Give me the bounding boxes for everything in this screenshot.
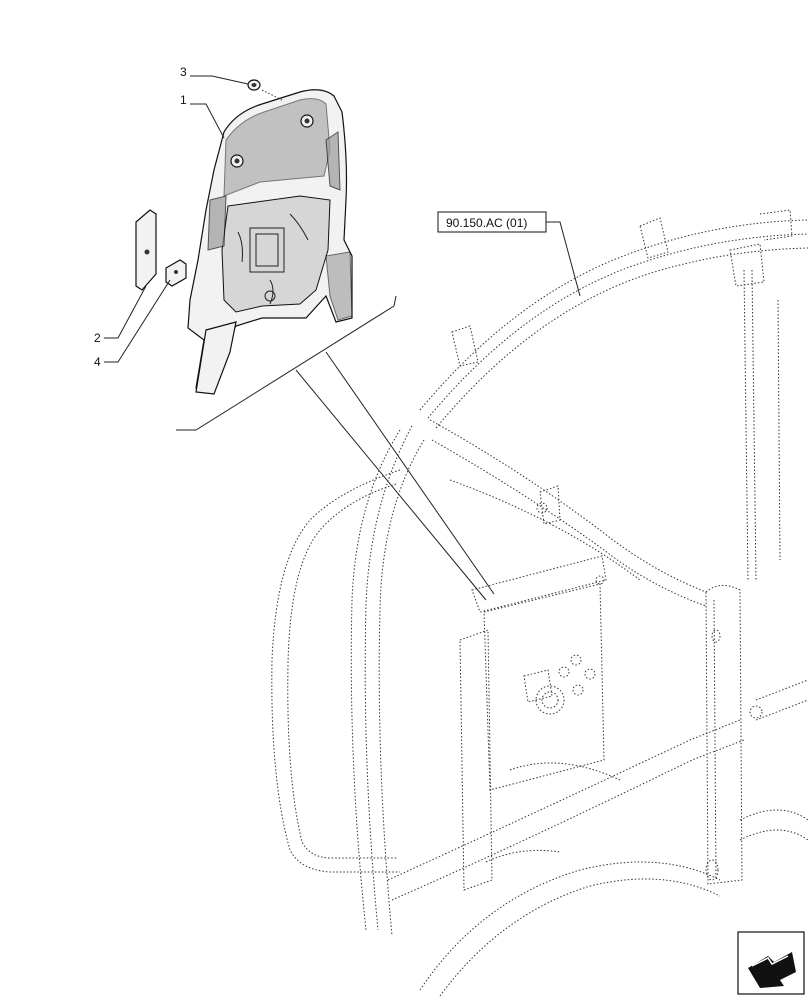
callout-3-label[interactable]: 3 [180, 65, 187, 79]
fastener-part-3 [247, 79, 283, 101]
reference-label: 90.150.AC (01) [446, 216, 527, 230]
callout-labels: 3 1 2 4 [94, 65, 187, 369]
callout-leaders [104, 75, 249, 363]
rear-panel-part [187, 89, 353, 395]
cab-frame [271, 209, 809, 997]
callout-2-label[interactable]: 2 [94, 331, 101, 345]
previous-page-arrow-icon[interactable] [737, 931, 805, 995]
detail-view-bracket [176, 295, 495, 601]
bracket-part-2 [135, 209, 157, 291]
clip-part-4 [165, 259, 187, 287]
callout-4-label[interactable]: 4 [94, 355, 101, 369]
callout-1-label[interactable]: 1 [180, 93, 187, 107]
reference-callout[interactable]: 90.150.AC (01) [437, 211, 581, 297]
